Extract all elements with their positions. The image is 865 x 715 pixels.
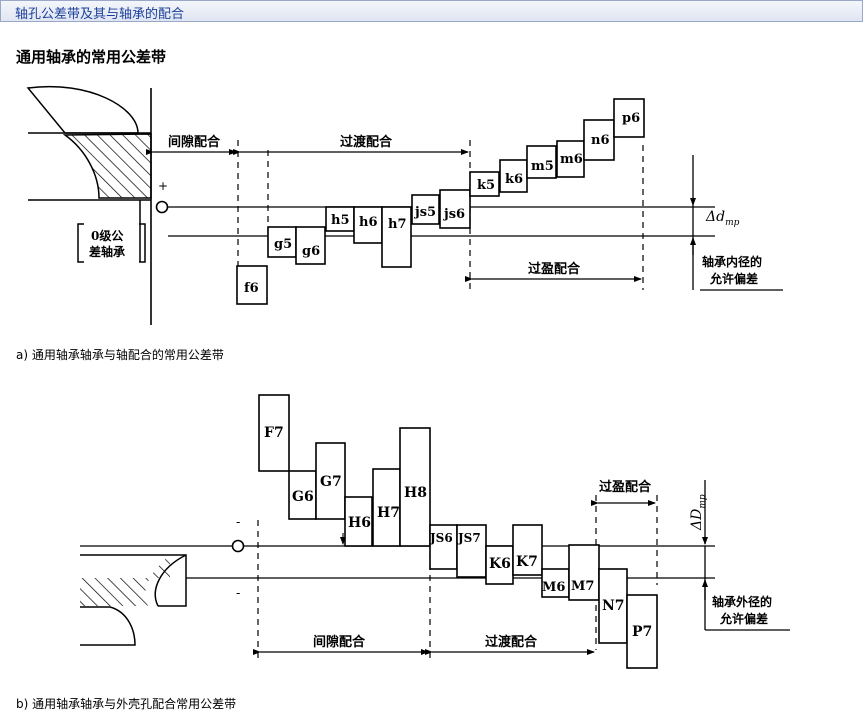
diagram-a (26, 85, 783, 325)
deviation-label-a2: 允许偏差 (709, 271, 758, 286)
zones-a (236, 98, 645, 305)
fit-transition-b: 过渡配合 (485, 634, 538, 650)
zone-h7: h7 (388, 217, 407, 232)
fit-clearance-a: 间隙配合 (168, 134, 221, 150)
bearing-section-b (80, 554, 187, 646)
zone-h5: h5 (331, 213, 350, 228)
bearing-section-a (26, 85, 152, 325)
zone-n6: n6 (591, 133, 610, 148)
fit-interference-b: 过盈配合 (599, 479, 652, 495)
minus-sign-2: - (236, 586, 240, 601)
zone-H6: H6 (348, 515, 371, 531)
fit-interference-a: 过盈配合 (528, 261, 581, 277)
zone-g5: g5 (274, 237, 292, 252)
fit-transition-a: 过渡配合 (340, 134, 393, 150)
zone-M7: M7 (571, 579, 594, 594)
zone-K7: K7 (516, 554, 538, 570)
zone-g6: g6 (302, 244, 320, 259)
minus-sign-1: - (236, 515, 240, 530)
deviation-label-b2: 允许偏差 (719, 611, 768, 626)
caption-b: b) 通用轴承轴承与外壳孔配合常用公差带 (16, 697, 237, 711)
zone-G7: G7 (320, 474, 342, 490)
zone-F7: F7 (264, 425, 284, 441)
zone-k5: k5 (477, 178, 495, 193)
zone-js6: js6 (443, 207, 465, 222)
deviation-label-a1: 轴承内径的 (702, 254, 762, 269)
zone-H8: H8 (404, 485, 427, 501)
page-heading: 通用轴承的常用公差带 (16, 48, 167, 66)
bearing-label-1: 0级公 (91, 228, 123, 243)
labels-a: + 0级公 差轴承 间隙配合 过渡配合 过盈配合 Δdmp 轴承内径的 允许偏差… (88, 111, 762, 296)
zone-h6: h6 (359, 215, 378, 230)
zone-p6: p6 (622, 111, 640, 126)
zone-P7: P7 (632, 624, 652, 640)
window-titlebar: 轴孔公差带及其与轴承的配合 (0, 0, 863, 22)
zone-m6: m6 (560, 152, 583, 167)
zone-JS7: JS7 (457, 531, 481, 545)
zone-H7: H7 (377, 505, 400, 521)
diagram-b (80, 394, 790, 669)
zones-b (258, 394, 658, 669)
delta-D-symbol: ΔDmp (689, 494, 708, 531)
zone-K6: K6 (489, 556, 511, 572)
labels-b: - - 过盈配合 间隙配合 过渡配合 ΔDmp 轴承外径的 允许偏差 F7 G6… (236, 425, 772, 650)
plus-sign: + (158, 179, 168, 193)
zone-M6: M6 (542, 580, 565, 595)
zone-js5: js5 (414, 205, 436, 220)
bearing-label-2: 差轴承 (88, 244, 125, 259)
delta-d-symbol: Δdmp (705, 209, 740, 228)
zone-f6: f6 (244, 281, 259, 296)
caption-a: a) 通用轴承轴承与轴配合的常用公差带 (16, 348, 224, 362)
zone-G6: G6 (292, 489, 314, 505)
fit-clearance-b: 间隙配合 (313, 634, 366, 650)
window-title: 轴孔公差带及其与轴承的配合 (15, 7, 185, 22)
deviation-label-b1: 轴承外径的 (712, 594, 772, 609)
zone-m5: m5 (531, 159, 554, 174)
zone-k6: k6 (505, 172, 523, 187)
zone-JS6: JS6 (429, 531, 453, 545)
zone-N7: N7 (602, 598, 625, 614)
